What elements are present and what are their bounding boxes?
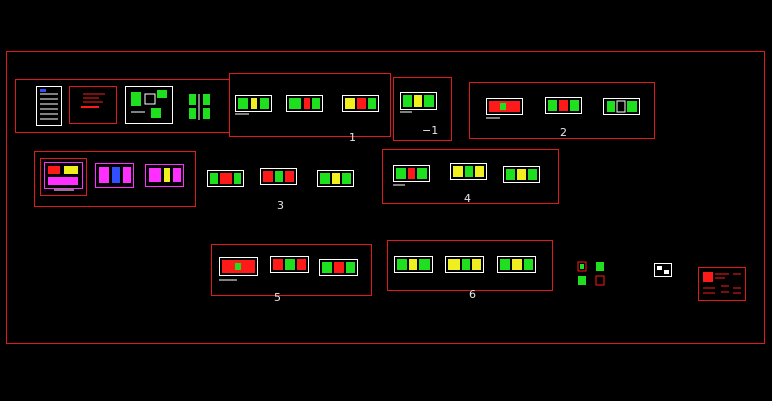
sheet-stair-details[interactable] — [576, 260, 608, 288]
sheet-site-plan[interactable] — [125, 86, 173, 124]
sheet-detail-elevations[interactable] — [187, 92, 217, 122]
sheet-plan-4c[interactable] — [503, 164, 541, 188]
sheet-plan-6b[interactable] — [445, 254, 485, 276]
sheet-plan-6c[interactable] — [497, 254, 537, 276]
group-3-label: 3 — [277, 199, 284, 212]
sheet-plan-3a[interactable] — [207, 168, 245, 192]
sheet-magenta-plan-c[interactable] — [145, 164, 185, 190]
sheet-design-notes[interactable] — [69, 86, 117, 124]
sheet-plan-5b[interactable] — [270, 254, 310, 278]
sheet-floor-plan-1a[interactable] — [235, 93, 273, 115]
frame-group-1[interactable] — [229, 73, 391, 137]
frame-magenta-plan-a[interactable] — [40, 158, 87, 196]
sheet-floor-plan-1c[interactable] — [342, 93, 380, 115]
sheet-plan-3b[interactable] — [260, 166, 298, 190]
sheet-plan-2c[interactable] — [603, 96, 641, 118]
sheet-title-block[interactable] — [701, 270, 743, 298]
sheet-magenta-plan-b[interactable] — [95, 163, 135, 191]
model-space-outer-frame[interactable] — [6, 51, 765, 344]
sheet-floor-plan-1b[interactable] — [286, 93, 324, 115]
group-5-label: 5 — [274, 291, 281, 304]
group-4-label: 4 — [464, 192, 471, 205]
sheet-plan-5a[interactable] — [219, 255, 259, 283]
frame-group-minus-1[interactable] — [393, 77, 452, 141]
frame-group-4[interactable] — [382, 149, 559, 204]
sheet-plan-4a[interactable] — [393, 163, 431, 187]
sheet-plan-2b[interactable] — [545, 95, 583, 117]
sheet-node-detail[interactable] — [654, 263, 672, 277]
sheet-plan-3c[interactable] — [317, 168, 355, 192]
sheet-plan-2a[interactable] — [486, 96, 524, 120]
frame-group-2[interactable] — [469, 82, 655, 139]
group-minus-1-label: −1 — [422, 124, 439, 137]
sheet-cover-index[interactable] — [36, 86, 62, 126]
group-6-label: 6 — [469, 288, 476, 301]
group-2-label: 2 — [560, 126, 567, 139]
group-1-label: 1 — [349, 131, 356, 144]
frame-magenta-plans[interactable] — [34, 151, 196, 207]
sheet-magenta-plan-a[interactable] — [44, 162, 84, 192]
frame-title-block[interactable] — [698, 267, 746, 301]
frame-group-5[interactable] — [211, 244, 372, 296]
sheet-plan-6a[interactable] — [394, 254, 434, 276]
sheet-basement-plan[interactable] — [400, 90, 438, 114]
frame-group-6[interactable] — [387, 240, 553, 291]
sheet-plan-5c[interactable] — [319, 257, 359, 281]
sheet-plan-4b[interactable] — [450, 161, 488, 185]
